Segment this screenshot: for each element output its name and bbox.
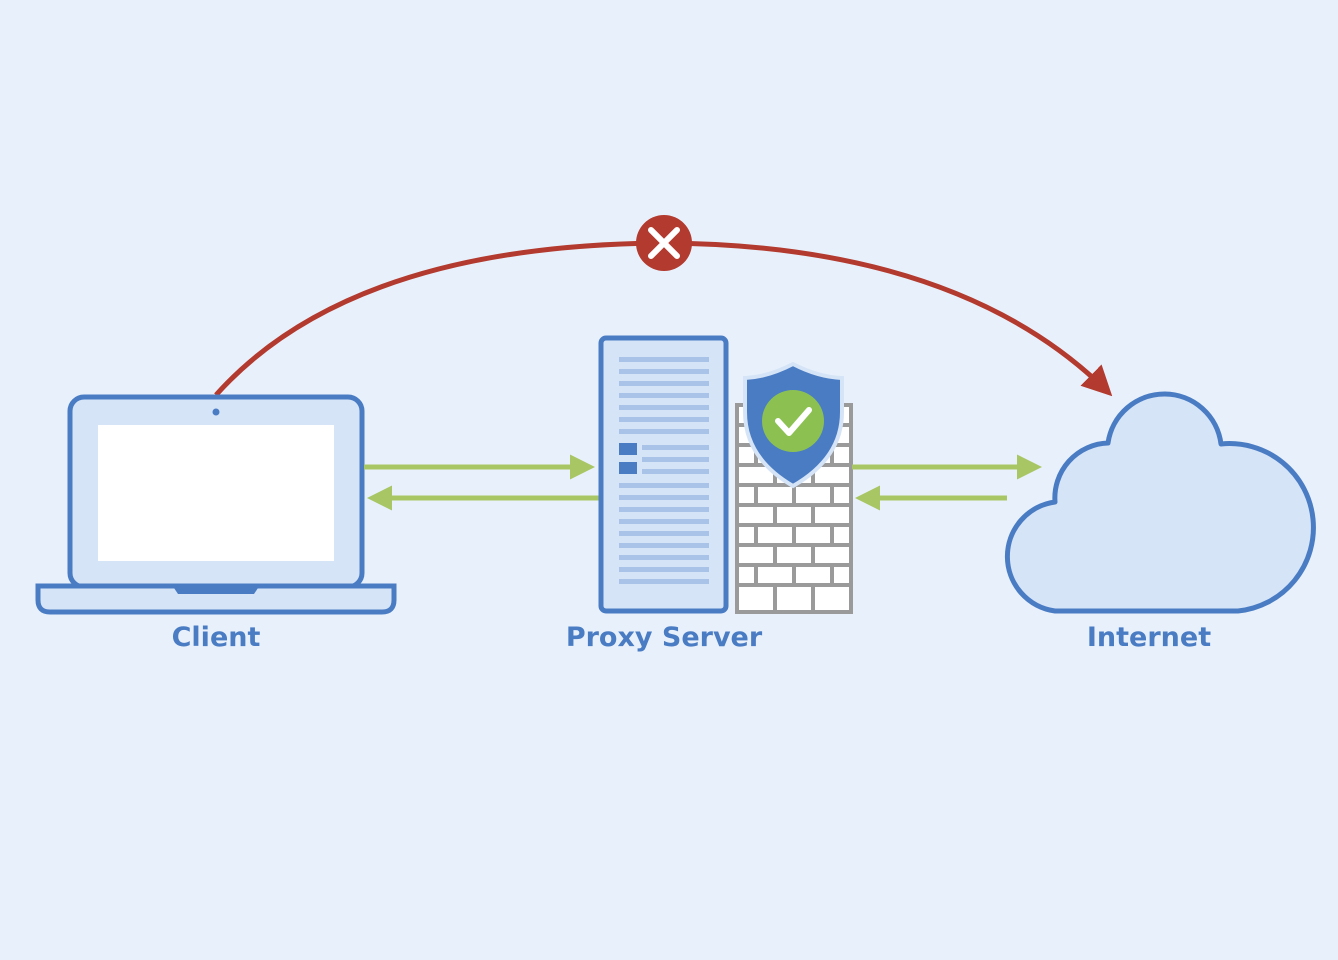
shield-check-icon [743, 361, 844, 489]
cloud-icon [1004, 391, 1316, 614]
client-label: Client [171, 622, 261, 653]
client-proxy-arrows [364, 454, 599, 511]
proxy-server-label: Proxy Server [565, 622, 763, 653]
server-icon [598, 335, 729, 614]
laptop-icon [35, 394, 397, 615]
internet-label: Internet [1086, 622, 1212, 653]
x-icon [636, 215, 692, 271]
blocked-direct-connection [214, 215, 1113, 397]
proxy-internet-arrows [852, 454, 1042, 511]
